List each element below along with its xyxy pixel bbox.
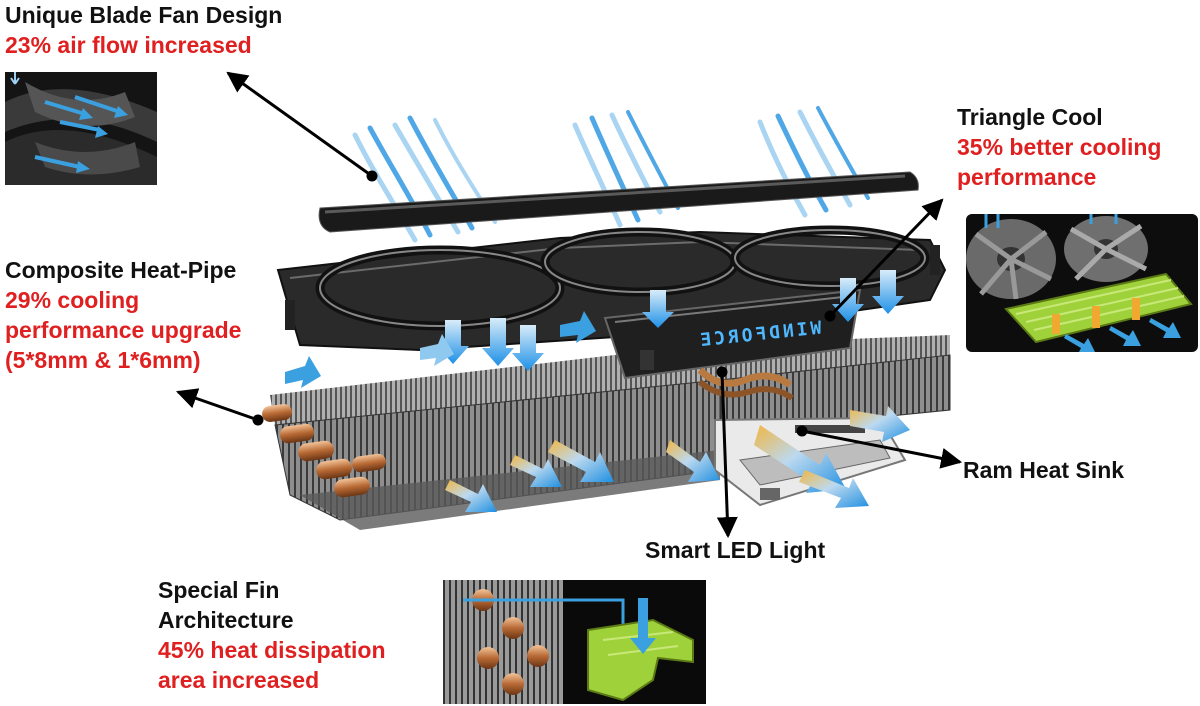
callout-title: Architecture bbox=[158, 607, 294, 633]
callout-led-light: Smart LED Light bbox=[645, 535, 825, 565]
airflow-swoosh bbox=[797, 109, 853, 208]
callout-pointers bbox=[176, 71, 963, 539]
airflow-arrow-side bbox=[548, 440, 614, 482]
airflow-arrow-side bbox=[799, 470, 869, 508]
heat-pipe bbox=[334, 476, 370, 498]
callout-stat: performance upgrade bbox=[5, 317, 242, 343]
heat-pipe bbox=[262, 404, 292, 422]
pointer-triangle-cool bbox=[828, 198, 944, 318]
callout-stat: performance bbox=[957, 164, 1097, 190]
airflow-arrow-side bbox=[850, 406, 910, 442]
callout-heat-pipe: Composite Heat-Pipe 29% cooling performa… bbox=[5, 255, 241, 375]
callout-stat: area increased bbox=[158, 667, 320, 693]
airflow-arrow-side bbox=[420, 334, 454, 366]
heat-pipe-ends bbox=[262, 367, 794, 498]
airflow-arrow-down bbox=[482, 318, 514, 366]
callout-stat: 29% cooling bbox=[5, 287, 140, 313]
airflow-arrow-side bbox=[510, 455, 562, 487]
airflow-arrow-side bbox=[445, 480, 497, 512]
airflow-arrow-side bbox=[560, 311, 596, 343]
fan-ring bbox=[319, 249, 561, 327]
callout-title: Special Fin bbox=[158, 577, 280, 603]
callout-stat: (5*8mm & 1*6mm) bbox=[5, 347, 201, 373]
fan-cover-highlight bbox=[324, 174, 906, 214]
pointer-blade-fan bbox=[226, 71, 373, 178]
airflow-arrow-side bbox=[754, 425, 846, 493]
pointer-ram-sink bbox=[801, 429, 963, 469]
pointer-heat-pipe bbox=[176, 388, 259, 422]
callout-title: Unique Blade Fan Design bbox=[5, 2, 283, 28]
airflow-arrow-down bbox=[872, 270, 904, 314]
fan-cover-strip bbox=[318, 171, 919, 233]
callout-ram-sink: Ram Heat Sink bbox=[963, 455, 1124, 485]
heat-pipe bbox=[298, 440, 334, 462]
airflow-arrow-down bbox=[642, 290, 674, 328]
callout-title: Smart LED Light bbox=[645, 537, 826, 563]
airflow-swoosh bbox=[352, 132, 418, 243]
airflow-swoosh bbox=[757, 119, 808, 218]
fin-architecture-icon bbox=[443, 580, 694, 704]
callout-blade-fan: Unique Blade Fan Design 23% air flow inc… bbox=[5, 0, 282, 60]
triangle-cool-thumbnail bbox=[966, 214, 1198, 352]
callout-title: Composite Heat-Pipe bbox=[5, 257, 237, 283]
heat-pipe bbox=[316, 458, 352, 480]
airflow-swoosh bbox=[775, 113, 829, 213]
fin-architecture-thumbnail bbox=[443, 580, 706, 704]
airflow-swoosh bbox=[572, 122, 623, 228]
callout-stat: 35% better cooling bbox=[957, 134, 1162, 160]
triangle-cool-heatsink-icon bbox=[966, 214, 1193, 352]
airflow-arrow-down bbox=[512, 325, 544, 371]
callout-stat: 45% heat dissipation bbox=[158, 637, 386, 663]
callout-stat: 23% air flow increased bbox=[5, 32, 252, 58]
callout-fin-arch: Special Fin Architecture 45% heat dissip… bbox=[158, 575, 386, 695]
airflow-arrow-side bbox=[285, 356, 321, 388]
airflow-arrows bbox=[285, 270, 910, 512]
pointer-led-light bbox=[716, 371, 738, 539]
callout-triangle-cool: Triangle Cool 35% better cooling perform… bbox=[957, 102, 1161, 192]
blade-fan-thumbnail bbox=[5, 72, 157, 185]
fan-ring bbox=[734, 229, 926, 287]
callout-title: Ram Heat Sink bbox=[963, 457, 1125, 483]
airflow-arrow-side bbox=[666, 440, 720, 482]
callout-title: Triangle Cool bbox=[957, 104, 1103, 130]
fan-blade-airflow-icon bbox=[5, 72, 157, 185]
heat-pipe bbox=[352, 453, 386, 473]
heat-pipe bbox=[280, 423, 315, 444]
